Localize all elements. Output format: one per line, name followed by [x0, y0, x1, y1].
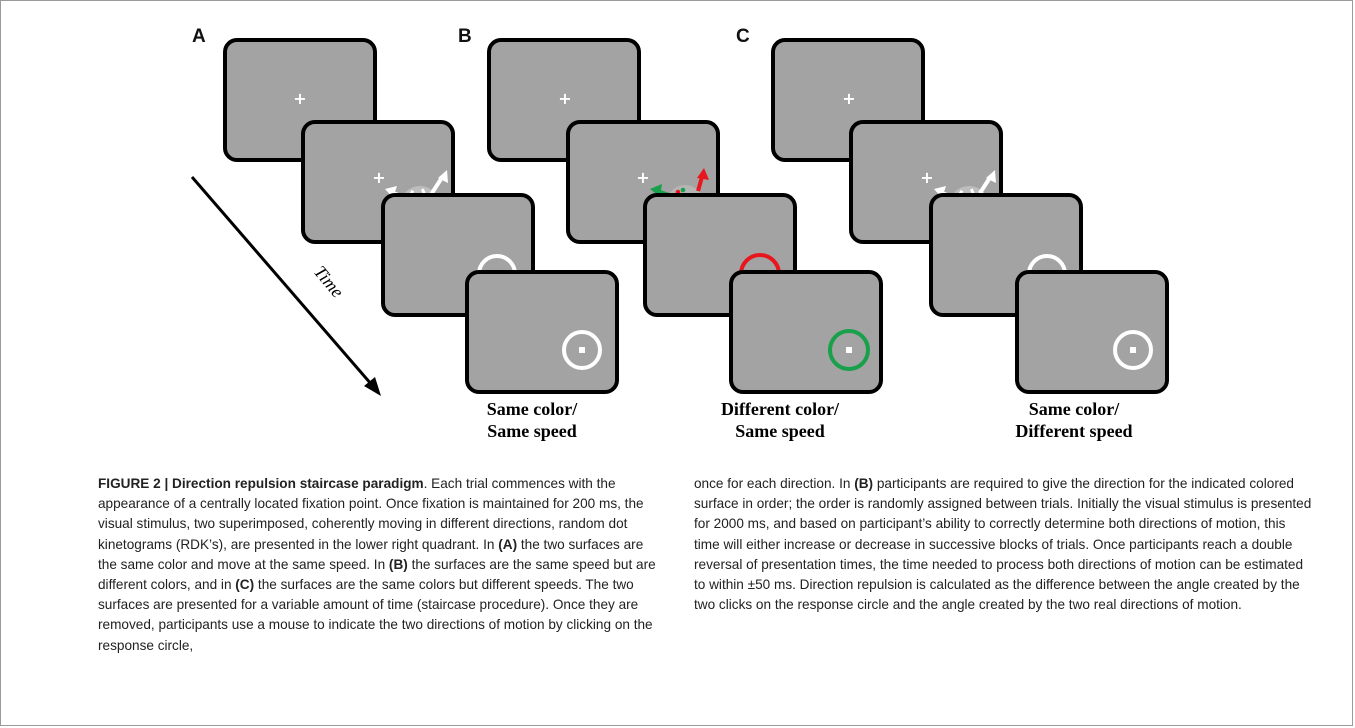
- caption-text: once for each direction. In: [694, 476, 855, 491]
- panel-ref: (A): [498, 536, 518, 552]
- time-arrowhead: [364, 377, 381, 396]
- fixation-cross-icon: +: [842, 89, 855, 108]
- time-label: Time: [310, 262, 348, 302]
- trial-sequence-diagram: Time + +: [190, 38, 1169, 396]
- direction-arrow-icon: [978, 170, 996, 195]
- time-arrow: [190, 176, 380, 393]
- fixation-dot-icon: [846, 347, 852, 353]
- panel-ref: (B): [854, 476, 874, 491]
- fixation-dot-icon: [1130, 347, 1136, 353]
- fixation-dot-icon: [579, 347, 585, 353]
- response-screen: [729, 270, 883, 394]
- fixation-cross-icon: +: [558, 89, 571, 108]
- fixation-cross-icon: +: [293, 89, 306, 108]
- fixation-cross-icon: +: [372, 168, 385, 187]
- condition-line: Same color/: [486, 399, 578, 419]
- condition-line: Same speed: [487, 421, 577, 441]
- caption-text: the surfaces are the same speed but are …: [98, 556, 656, 593]
- caption-right-column: once for each direction. In (B) particip…: [694, 474, 1314, 615]
- caption-text: . Each trial commences with the appearan…: [98, 476, 644, 552]
- caption-left-column: FIGURE 2 | Direction repulsion staircase…: [98, 474, 658, 656]
- panel-label-a: A: [192, 26, 206, 47]
- condition-line: Same color/: [1028, 399, 1120, 419]
- condition-label-c: Same color/ Different speed: [974, 398, 1174, 442]
- condition-line: Different speed: [1015, 421, 1133, 441]
- panel-a: + +: [223, 38, 619, 394]
- fixation-cross-icon: +: [920, 168, 933, 187]
- condition-label-b: Different color/ Same speed: [680, 398, 880, 442]
- direction-arrow-icon: [430, 170, 448, 195]
- caption-text: the two surfaces are the same color and …: [98, 536, 644, 572]
- panel-ref: (C): [235, 577, 255, 593]
- panel-label-b: B: [458, 26, 472, 47]
- caption-paragraph: FIGURE 2 | Direction repulsion staircase…: [98, 474, 658, 656]
- panel-ref: (B): [388, 556, 408, 572]
- response-circle-green-icon: [828, 329, 870, 371]
- figure-label: FIGURE 2 | Direction repulsion staircase…: [98, 476, 424, 491]
- condition-label-a: Same color/ Same speed: [432, 398, 632, 442]
- response-circle-icon: [1113, 330, 1153, 370]
- direction-arrow-red-icon: [696, 168, 709, 192]
- condition-line: Different color/: [720, 399, 840, 419]
- response-screen: [1015, 270, 1169, 394]
- figure-illustration: A B C Time + +: [190, 26, 1174, 442]
- response-circle-icon: [562, 330, 602, 370]
- caption-text: participants are required to give the di…: [694, 476, 1312, 613]
- panel-c: + +: [771, 38, 1169, 394]
- caption-paragraph: once for each direction. In (B) particip…: [694, 474, 1314, 615]
- condition-line: Same speed: [735, 421, 825, 441]
- response-screen: [465, 270, 619, 394]
- caption-text: the surfaces are the same colors but dif…: [98, 577, 653, 653]
- panel-b: + +: [487, 38, 883, 394]
- fixation-cross-icon: +: [636, 168, 649, 187]
- panel-label-c: C: [736, 26, 750, 47]
